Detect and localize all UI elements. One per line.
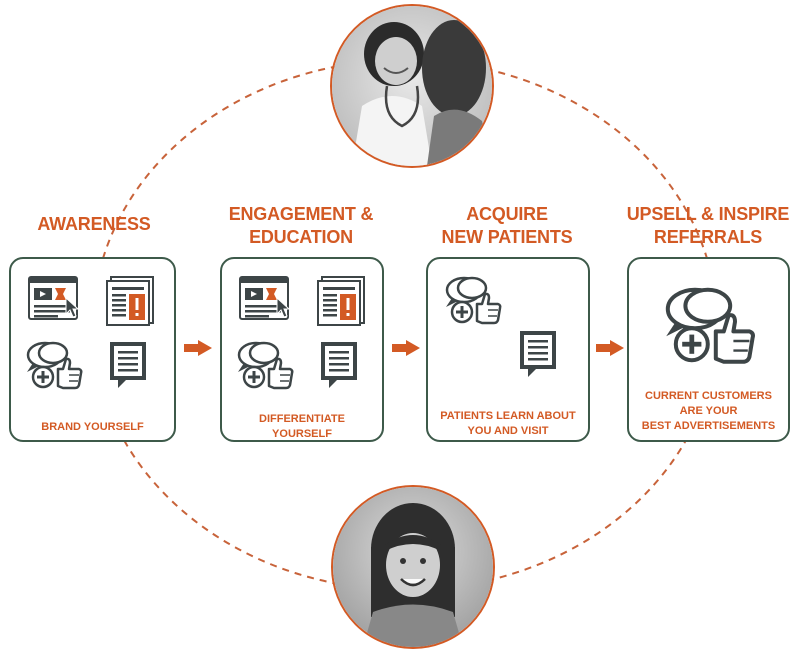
stage-title-awareness: AWARENESS [37,214,151,234]
stage-box-engagement: DIFFERENTIATE YOURSELF [220,257,384,442]
newspaper-icon [316,276,366,326]
stage-caption-engagement: DIFFERENTIATE YOURSELF [259,413,345,440]
review-thumbs-up-icon [663,283,759,367]
review-thumbs-up-icon [236,339,296,391]
flow-arrow-3 [596,340,624,356]
stage-caption-upsell: CURRENT CUSTOMERS ARE YOUR BEST ADVERTIS… [641,390,776,432]
stage-box-acquire: PATIENTS LEARN ABOUT YOU AND VISIT [426,257,590,442]
web-video-ad-icon [239,276,295,326]
stage-box-awareness: BRAND YOURSELF [9,257,176,442]
stage-title-acquire: ACQUIRE NEW PATIENTS [441,204,573,247]
flow-arrow-1 [184,340,212,356]
document-chat-icon [108,340,148,390]
document-chat-icon [518,329,558,379]
stage-title-upsell: UPSELL & INSPIRE REFERRALS [626,204,790,247]
doctor-with-child-photo [330,4,494,168]
review-thumbs-up-icon [444,274,504,326]
stage-caption-awareness: BRAND YOURSELF [41,421,144,433]
flow-arrow-2 [392,340,420,356]
stage-caption-acquire: PATIENTS LEARN ABOUT YOU AND VISIT [440,410,576,437]
stage-title-engagement: ENGAGEMENT & EDUCATION [228,204,374,247]
stage-box-upsell: CURRENT CUSTOMERS ARE YOUR BEST ADVERTIS… [627,257,790,442]
document-chat-icon [319,340,359,390]
review-thumbs-up-icon [25,339,85,391]
smiling-girl-photo [331,485,495,649]
web-video-ad-icon [28,276,84,326]
newspaper-icon [105,276,155,326]
